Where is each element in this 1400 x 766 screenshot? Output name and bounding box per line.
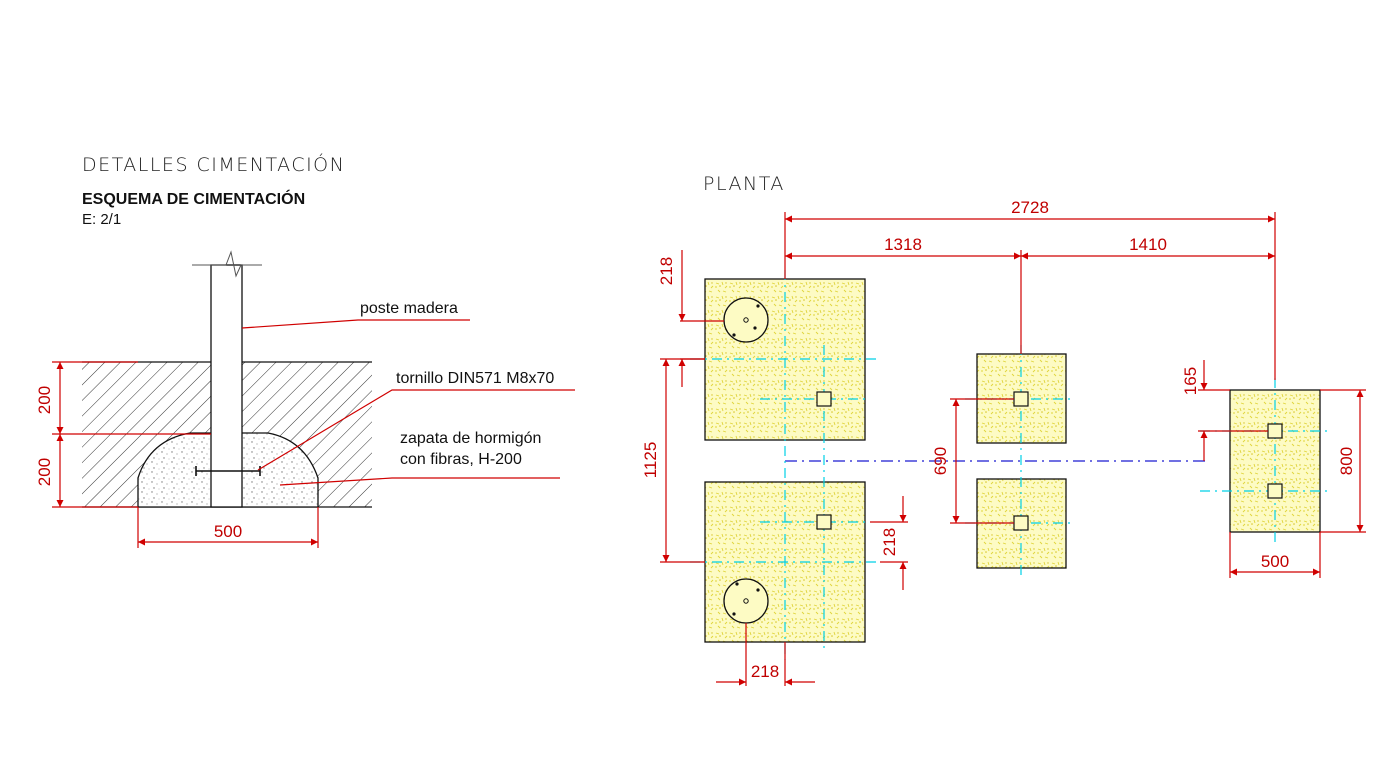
detail-scale: E: 2/1 [82, 211, 121, 228]
break-line [192, 250, 262, 278]
plan-title: PLANTA [703, 173, 785, 195]
screw-leader [257, 389, 575, 471]
detail-subtitle: ESQUEMA DE CIMENTACIÓN [82, 189, 305, 208]
square-post-6 [1267, 483, 1283, 499]
dim-upper-depth-text: 200 [35, 386, 54, 414]
post-label: poste madera [360, 300, 458, 317]
dim-total-text: 2728 [1011, 198, 1049, 217]
square-post-3 [1013, 391, 1029, 407]
dim-right-top-text: 165 [1181, 367, 1200, 395]
dim-right-span-text: 1410 [1129, 235, 1167, 254]
dim-right-offset-text: 218 [880, 528, 899, 556]
dim-left-span-text: 1318 [884, 235, 922, 254]
square-post-1 [816, 391, 832, 407]
round-post-top [723, 297, 769, 343]
dim-lower-depth-text: 200 [35, 458, 54, 486]
dim-bottom-text: 218 [751, 662, 779, 681]
square-post-4 [1013, 515, 1029, 531]
dim-right-width-text: 500 [1261, 552, 1289, 571]
square-post-2 [816, 514, 832, 530]
footing-label-1: zapata de hormigón [400, 430, 541, 447]
footing-label-2: con fibras, H-200 [400, 451, 522, 468]
screw-label: tornillo DIN571 M8x70 [396, 370, 554, 387]
round-post-bottom [723, 578, 769, 624]
foundation-section: poste madera tornillo DIN571 M8x70 zapat… [35, 250, 575, 548]
footing-leader [279, 477, 560, 486]
wood-post [210, 264, 243, 508]
dim-middle-spacing-text: 690 [931, 447, 950, 475]
dim-right-height-text: 800 [1337, 447, 1356, 475]
post-leader [241, 319, 470, 329]
section-title: DETALLES CIMENTACIÓN [82, 152, 345, 176]
square-post-5 [1267, 423, 1283, 439]
dim-corner-text: 218 [657, 257, 676, 285]
plan-view: 2728 1318 1410 218 1125 218 218 690 [641, 198, 1366, 686]
dim-post-spacing-text: 1125 [641, 442, 660, 479]
dim-width-text: 500 [214, 522, 242, 541]
